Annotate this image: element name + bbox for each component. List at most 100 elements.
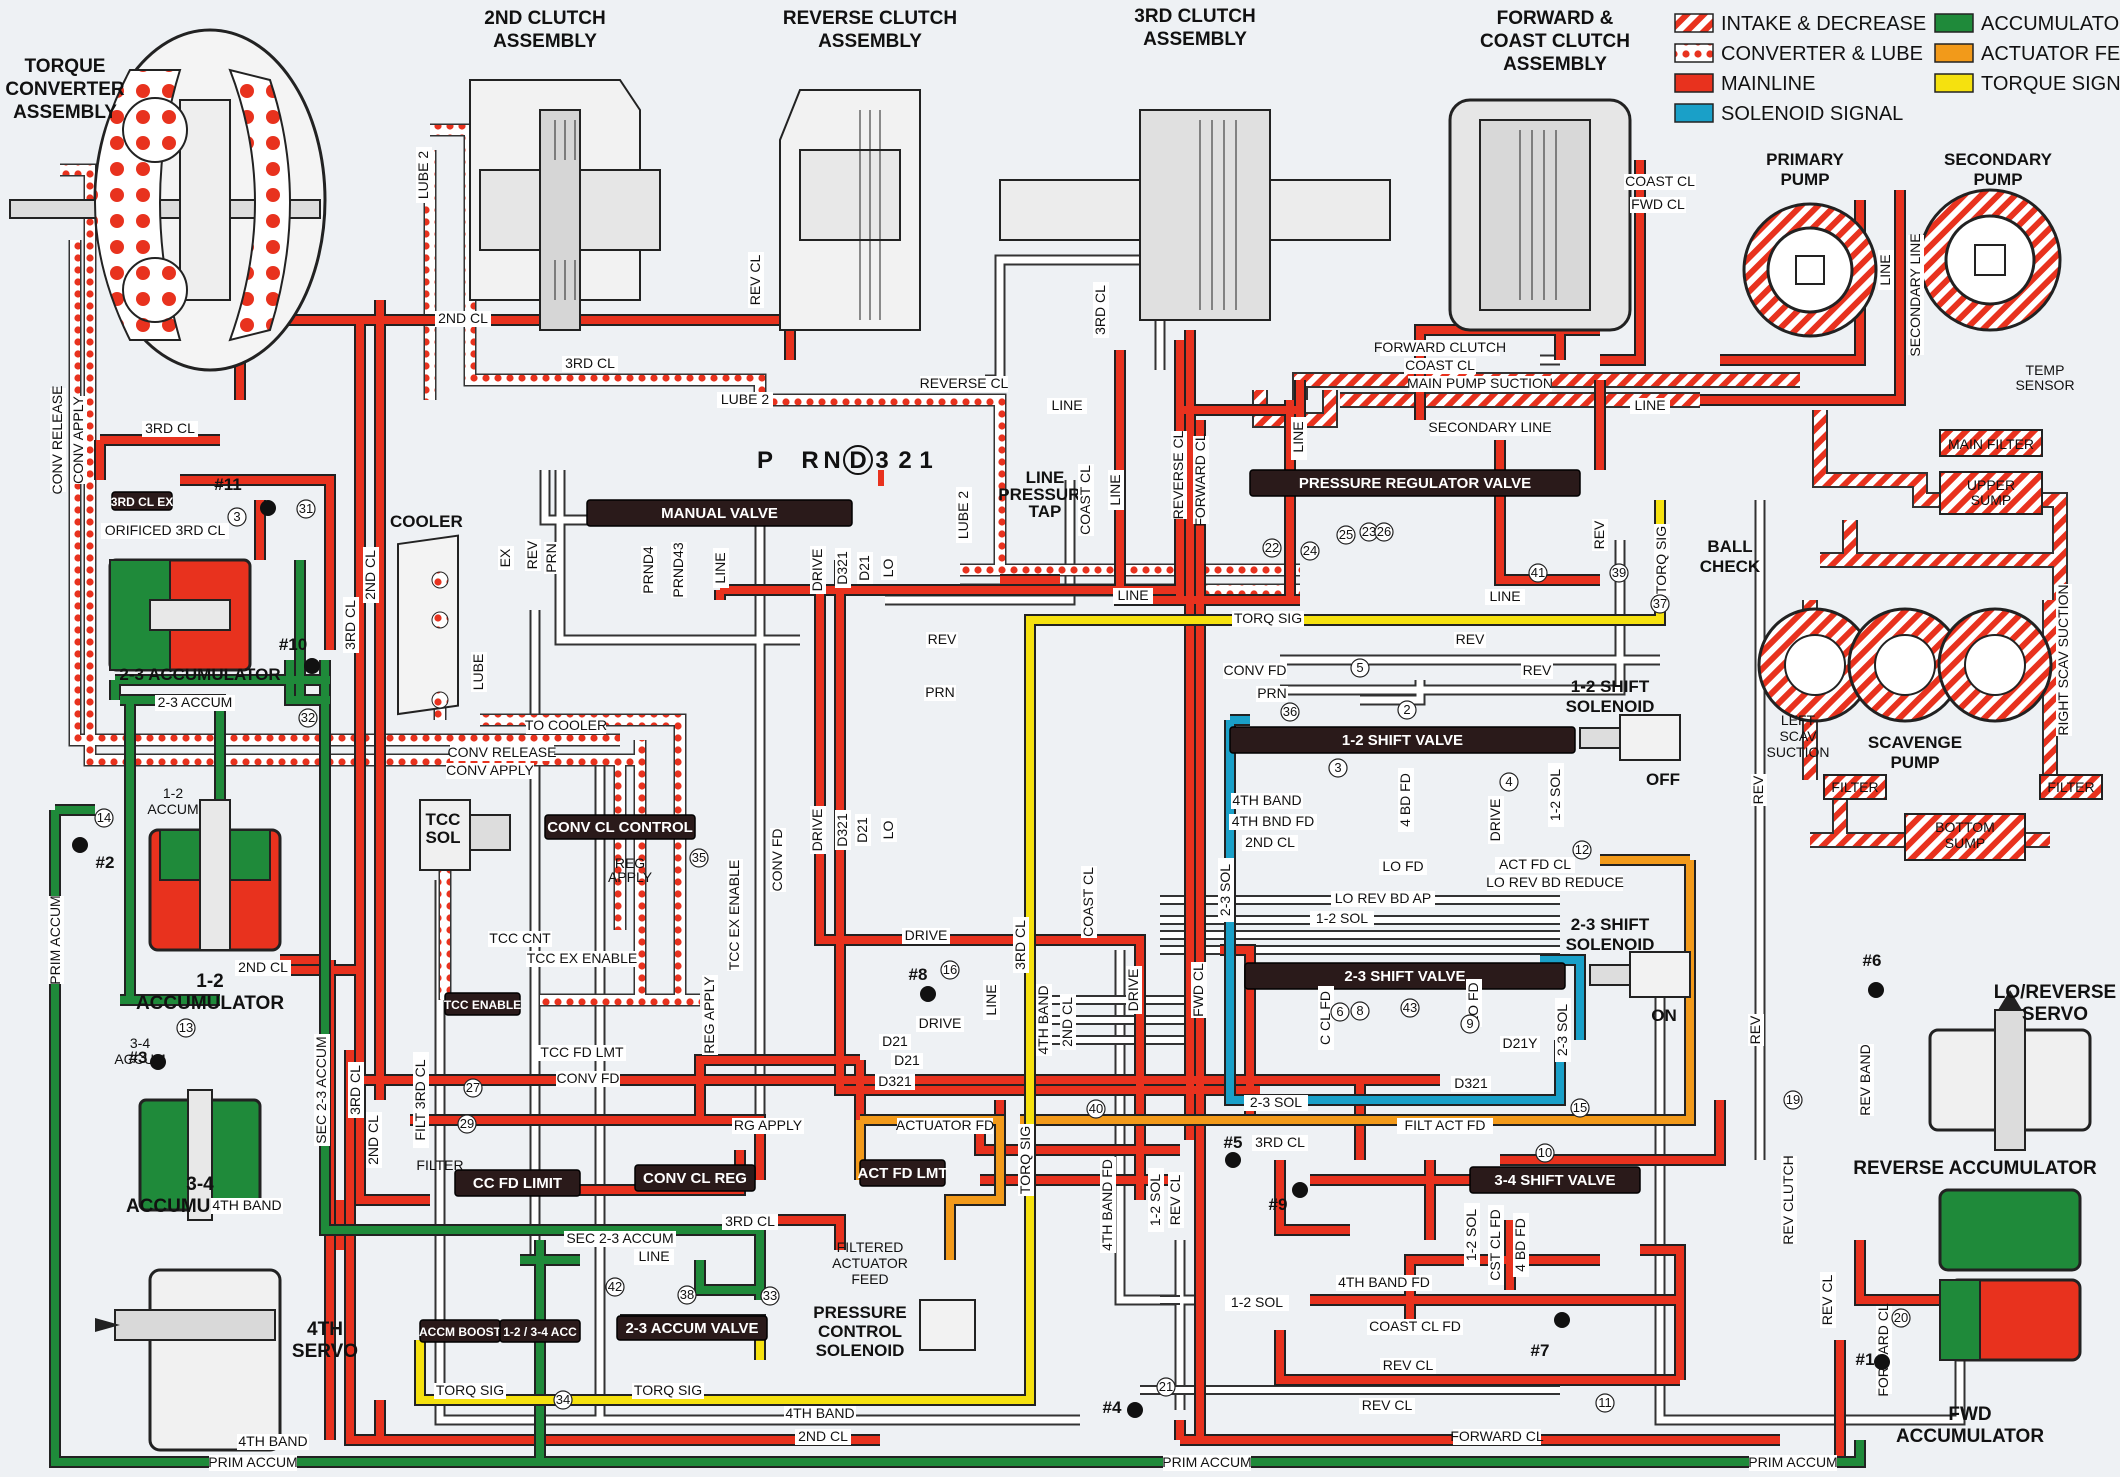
- port-number: 31: [299, 501, 313, 516]
- port-number: 33: [763, 1288, 777, 1303]
- second-clutch-title: ASSEMBLY: [493, 31, 597, 52]
- valve-label-conv-cl-reg: CONV CL REG: [643, 1170, 747, 1187]
- passage-label-bg: [237, 1434, 309, 1450]
- valve-third-cl-ex: [111, 491, 173, 511]
- passage-label-rev: REV: [928, 631, 957, 647]
- passage-label-bg: [1408, 376, 1552, 392]
- passage-label-prn: PRN: [1257, 685, 1287, 701]
- passage-label-torq-sig: TORQ SIG: [1234, 610, 1302, 626]
- legend-swatch-solenoid: [1674, 103, 1714, 123]
- passage-label-bg: [920, 376, 1008, 392]
- accumulator-12-title: 1-2: [196, 971, 223, 992]
- passage-label-fwd-cl: FWD CL: [1631, 196, 1685, 212]
- passage-label-bg: [488, 931, 552, 947]
- left-scav-suction-label: SUCTION: [1767, 744, 1830, 760]
- port-marker: [227, 507, 247, 527]
- legend-label-accumulator: ACCUMULATOR: [1981, 13, 2120, 35]
- passage-label-filt-act-fd: FILT ACT FD: [1405, 1117, 1486, 1133]
- port-marker: [1609, 563, 1629, 583]
- filtered-actuator-feed-label: FILTERED: [837, 1239, 904, 1255]
- passage-label-bg: [881, 818, 897, 842]
- passage-label-bg: [1908, 235, 1924, 355]
- passage-label-third-cl: 3RD CL: [1092, 285, 1108, 335]
- accum-12-label: ACCUM: [147, 801, 198, 817]
- check-ball-label: #5: [1224, 1133, 1243, 1152]
- line-pressure-tap-title: LINE: [1026, 468, 1065, 487]
- passage-label-line: LINE: [1877, 254, 1893, 285]
- passage-label-conv-apply: CONV APPLY: [446, 762, 534, 778]
- passage-label-d21: D21: [882, 1033, 908, 1049]
- port-marker: [1783, 1090, 1803, 1110]
- port-marker: [1535, 1143, 1555, 1163]
- passage-label-forward-cl: FORWARD CL: [1450, 1428, 1544, 1444]
- shift-solenoid-23-drawing: [1589, 951, 1691, 998]
- passage-label-conv-release: CONV RELEASE: [448, 744, 557, 760]
- passage-label-bg: [1379, 859, 1427, 875]
- selector-position-R: R: [801, 447, 818, 474]
- valve-label-accum-23-valve: 2-3 ACCUM VALVE: [625, 1320, 758, 1337]
- port-number: 23: [1362, 524, 1376, 539]
- valve-label-tcc-enable: TCC ENABLE: [444, 998, 521, 1012]
- valve-shift-12: [1229, 726, 1576, 754]
- accum-34-label: 3-4: [130, 1035, 150, 1051]
- passage-label-bg: [142, 421, 198, 437]
- passage-label-bg: [1318, 986, 1334, 1050]
- passage-label-bg: [1521, 663, 1553, 679]
- selector-position-3: 3: [875, 447, 888, 474]
- accumulator-12-drawing: [148, 799, 282, 952]
- passage-label-lube2: LUBE 2: [415, 151, 431, 199]
- passage-label-fourth-bnd-fd: 4TH BND FD: [1232, 813, 1314, 829]
- pressure-control-solenoid-title: CONTROL: [818, 1322, 902, 1341]
- port-marker: [1400, 998, 1420, 1018]
- passage-label-prim-accum: PRIM ACCUM: [47, 895, 63, 984]
- passage-label-cst-cl-fd: CST CL FD: [1487, 1209, 1503, 1281]
- port-number: 3: [233, 509, 240, 524]
- passage-label-prn: PRN: [925, 684, 955, 700]
- reg-apply-label: REG: [615, 855, 645, 871]
- fwd-accumulator-title: ACCUMULATOR: [1896, 1426, 2044, 1447]
- passage-label-line: LINE: [1117, 587, 1148, 603]
- legend-swatch-accumulator: [1934, 13, 1974, 33]
- passage-label-bg: [343, 597, 359, 653]
- passage-label-bg: [416, 147, 432, 203]
- passage-label-sol-12-v: 1-2 SOL: [1547, 769, 1563, 821]
- passage-label-bg: [748, 252, 764, 308]
- passage-label-bg: [956, 487, 972, 543]
- tcc-solenoid-drawing: [419, 799, 511, 871]
- passage-label-lube2: LUBE 2: [955, 491, 971, 539]
- port-marker: [298, 708, 318, 728]
- cooler-drawing: [397, 534, 459, 716]
- passage-label-bg: [926, 632, 958, 648]
- port-number: 36: [1283, 704, 1297, 719]
- passage-label-rev: REV: [1456, 631, 1485, 647]
- passage-label-bg: [363, 547, 379, 603]
- passage-label-bg: [48, 896, 64, 984]
- port-number: 25: [1339, 527, 1353, 542]
- passage-label-bg: [717, 392, 773, 408]
- passage-label-bg: [526, 951, 638, 967]
- passage-label-bg: [722, 1214, 778, 1230]
- port-marker: [689, 848, 709, 868]
- passage-label-fourth-bd-fd: 4 BD FD: [1397, 773, 1413, 827]
- port-number: 11: [1598, 1395, 1612, 1410]
- passage-label-bg: [732, 1118, 804, 1134]
- port-number: 12: [1575, 842, 1589, 857]
- passage-label-rev: REV: [1523, 662, 1552, 678]
- shift-solenoid-23-title: SOLENOID: [1566, 935, 1655, 954]
- passage-label-accum-23: 2-3 ACCUM: [158, 694, 233, 710]
- passage-label-tcc-ex-enable-v: TCC EX ENABLE: [726, 860, 742, 970]
- reg-apply-label: APPLY: [608, 869, 653, 885]
- passage-label-forward-cl: FORWARD CL: [1875, 1303, 1891, 1397]
- port-number: 5: [1356, 660, 1363, 675]
- port-number: 22: [1265, 540, 1279, 555]
- passage-label-sec-23-accum: SEC 2-3 ACCUM: [313, 1036, 329, 1143]
- cooler-title: COOLER: [390, 512, 463, 531]
- port-number: 2: [1403, 702, 1410, 717]
- passage-label-third-cl: 3RD CL: [565, 355, 615, 371]
- passage-label-bg: [727, 859, 743, 971]
- port-number: 43: [1403, 1000, 1417, 1015]
- passage-label-bg: [435, 311, 491, 327]
- port-number: 6: [1336, 1004, 1343, 1019]
- passage-label-bg: [1876, 1306, 1892, 1394]
